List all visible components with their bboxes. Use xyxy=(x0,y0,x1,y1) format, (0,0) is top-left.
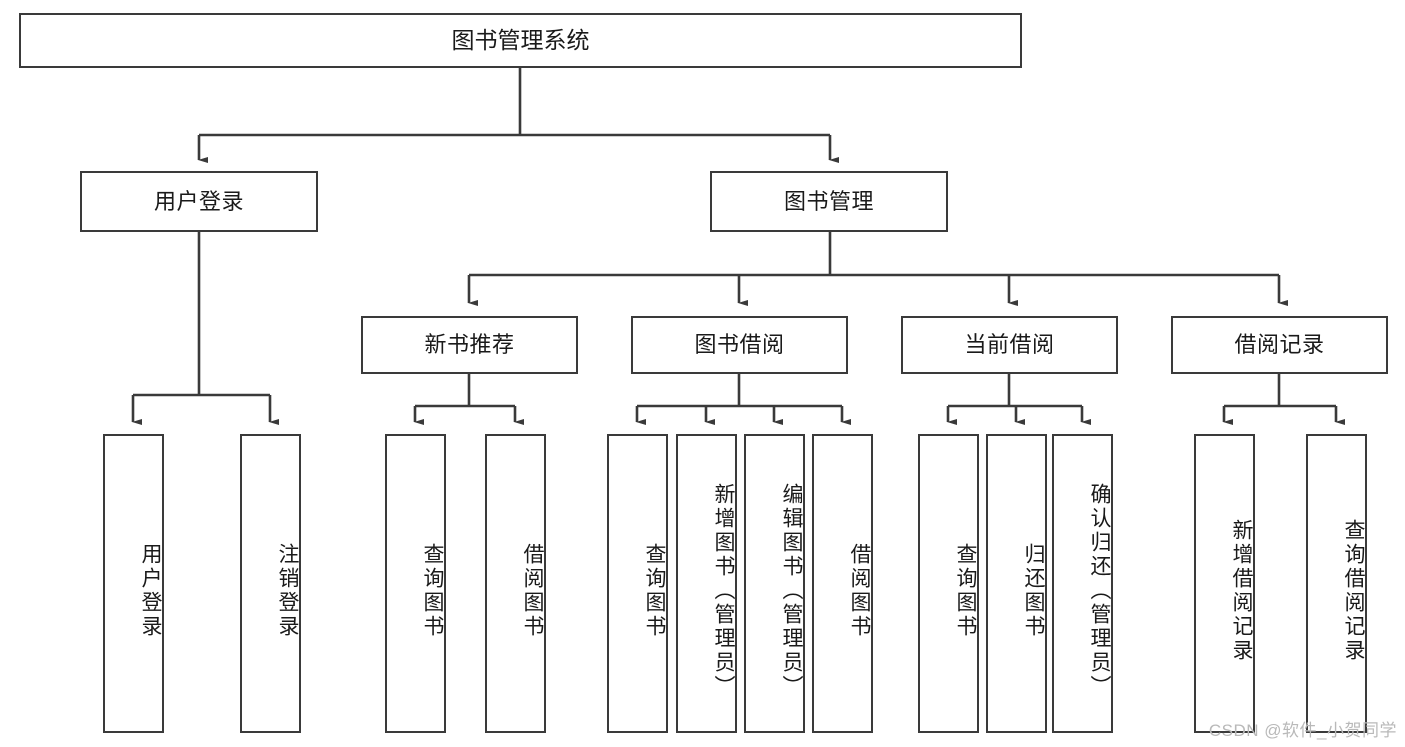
leaf-add-book-admin[interactable]: 新增图书（管理员） xyxy=(676,434,737,733)
node-borrow-record-label: 借阅记录 xyxy=(1234,332,1325,358)
node-root-label: 图书管理系统 xyxy=(451,26,590,53)
leaf-edit-book-admin[interactable]: 编辑图书（管理员） xyxy=(744,434,805,733)
leaf-label: 编辑图书（管理员） xyxy=(780,482,803,699)
leaf-query-book-new[interactable]: 查询图书 xyxy=(385,434,446,733)
leaf-label: 查询借阅记录 xyxy=(1342,518,1365,663)
leaf-label: 查询图书 xyxy=(954,542,977,639)
leaf-user-login[interactable]: 用户登录 xyxy=(103,434,164,733)
leaf-confirm-return-admin[interactable]: 确认归还（管理员） xyxy=(1052,434,1113,733)
leaf-logout[interactable]: 注销登录 xyxy=(240,434,301,733)
connector-book-manage-to-level3 xyxy=(467,232,1288,306)
leaf-label: 确认归还（管理员） xyxy=(1088,482,1111,699)
leaf-label: 注销登录 xyxy=(276,542,299,639)
leaf-label: 借阅图书 xyxy=(848,542,871,639)
leaf-label: 查询图书 xyxy=(643,542,666,639)
node-user-login[interactable]: 用户登录 xyxy=(80,171,318,232)
leaf-borrow-book[interactable]: 借阅图书 xyxy=(812,434,873,733)
leaf-label: 新增借阅记录 xyxy=(1230,518,1253,663)
leaf-label: 归还图书 xyxy=(1022,542,1045,639)
leaf-label: 新增图书（管理员） xyxy=(712,482,735,699)
node-book-management-label: 图书管理 xyxy=(783,188,874,214)
node-current-borrow-label: 当前借阅 xyxy=(964,332,1055,358)
node-book-borrow-label: 图书借阅 xyxy=(694,332,785,358)
node-root[interactable]: 图书管理系统 xyxy=(19,13,1022,68)
node-new-book-recommend-label: 新书推荐 xyxy=(424,332,515,358)
leaf-return-book[interactable]: 归还图书 xyxy=(986,434,1047,733)
leaf-label: 借阅图书 xyxy=(521,542,544,639)
leaf-query-book-current[interactable]: 查询图书 xyxy=(918,434,979,733)
connector-borrow-record-to-leaves xyxy=(1222,374,1345,425)
node-current-borrow[interactable]: 当前借阅 xyxy=(901,316,1118,374)
connector-borrow-to-leaves xyxy=(635,374,851,425)
node-book-borrow[interactable]: 图书借阅 xyxy=(631,316,848,374)
node-new-book-recommend[interactable]: 新书推荐 xyxy=(361,316,578,374)
connector-root-to-level2 xyxy=(197,68,839,163)
leaf-query-book-borrow[interactable]: 查询图书 xyxy=(607,434,668,733)
connector-user-login-to-leaves xyxy=(131,232,279,425)
connector-new-book-to-leaves xyxy=(413,374,524,425)
leaf-label: 用户登录 xyxy=(139,542,162,639)
watermark: CSDN @软件_小贺同学 xyxy=(1208,721,1397,740)
leaf-label: 查询图书 xyxy=(421,542,444,639)
leaf-query-borrow-record[interactable]: 查询借阅记录 xyxy=(1306,434,1367,733)
connector-current-borrow-to-leaves xyxy=(946,374,1091,425)
node-borrow-record[interactable]: 借阅记录 xyxy=(1171,316,1388,374)
leaf-borrow-book-new[interactable]: 借阅图书 xyxy=(485,434,546,733)
node-user-login-label: 用户登录 xyxy=(153,188,244,214)
leaf-add-borrow-record[interactable]: 新增借阅记录 xyxy=(1194,434,1255,733)
node-book-management[interactable]: 图书管理 xyxy=(710,171,948,232)
